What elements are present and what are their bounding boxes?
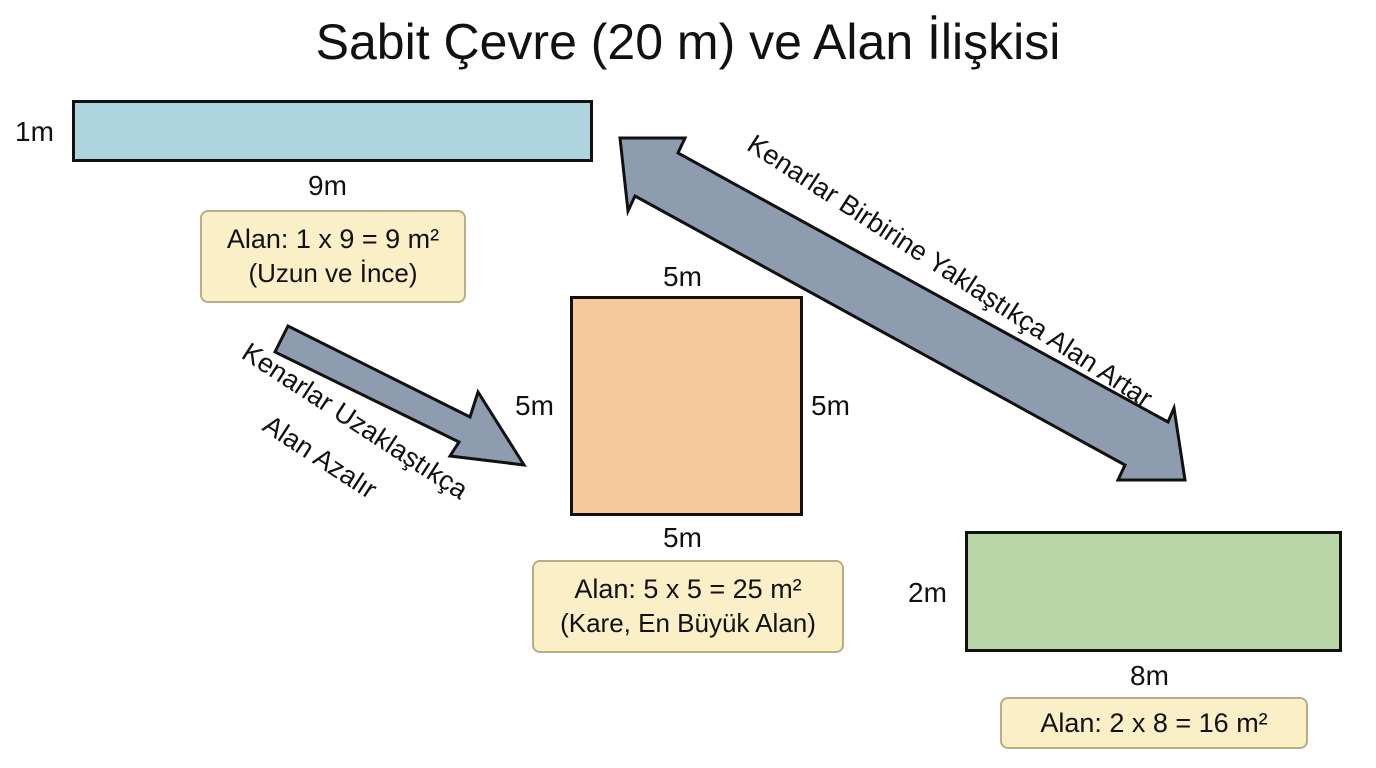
long-rectangle-area-text: Alan: 1 x 9 = 9 m² bbox=[226, 224, 440, 254]
square-right-label: 5m bbox=[811, 390, 850, 421]
square bbox=[570, 296, 803, 516]
square-left-label: 5m bbox=[515, 390, 554, 421]
square-area-box: Alan: 5 x 5 = 25 m² (Kare, En Büyük Alan… bbox=[532, 560, 844, 653]
mid-rectangle-width-label: 8m bbox=[1130, 660, 1169, 691]
mid-rectangle-height-label: 2m bbox=[908, 577, 947, 608]
long-rectangle-width-label: 9m bbox=[308, 170, 347, 201]
mid-rectangle-area-box: Alan: 2 x 8 = 16 m² bbox=[1000, 697, 1308, 749]
square-note: (Kare, En Büyük Alan) bbox=[560, 608, 816, 638]
page-title: Sabit Çevre (20 m) ve Alan İlişkisi bbox=[315, 14, 1061, 70]
mid-rectangle bbox=[965, 531, 1342, 652]
long-rectangle-area-box: Alan: 1 x 9 = 9 m² (Uzun ve İnce) bbox=[200, 210, 466, 303]
square-area-text: Alan: 5 x 5 = 25 m² bbox=[574, 574, 802, 604]
long-rectangle-note: (Uzun ve İnce) bbox=[248, 258, 418, 288]
mid-rectangle-area-text: Alan: 2 x 8 = 16 m² bbox=[1040, 708, 1268, 738]
long-rectangle-height-label: 1m bbox=[15, 116, 54, 147]
square-top-label: 5m bbox=[663, 261, 702, 292]
long-rectangle bbox=[72, 100, 593, 162]
square-bottom-label: 5m bbox=[663, 522, 702, 553]
